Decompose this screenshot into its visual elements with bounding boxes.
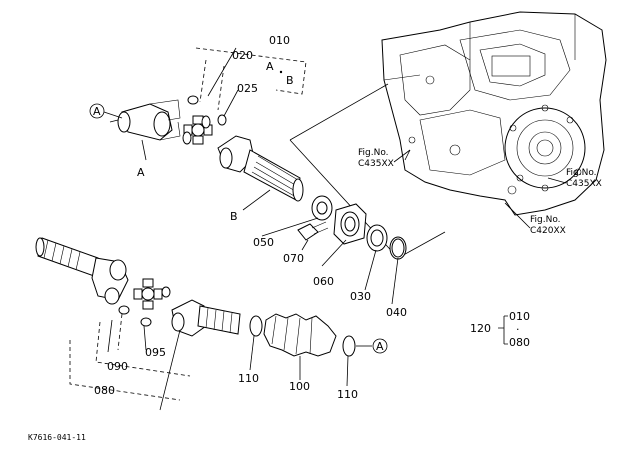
lower-snap-ring	[161, 286, 171, 298]
part-040-snap-ring	[389, 236, 407, 260]
lower-universal-joint-cross	[133, 278, 163, 310]
marker-b-label: B	[230, 210, 238, 223]
upper-splined-yoke-b	[217, 135, 304, 202]
upper-universal-joint-cross	[182, 115, 213, 145]
callout-060: 060	[313, 275, 334, 288]
fig-ref-line1: Fig.No.	[566, 168, 597, 178]
callout-030: 030	[350, 290, 371, 303]
fig-ref-line1: Fig.No.	[358, 148, 389, 158]
callout-080: 080	[94, 384, 115, 397]
callout-050: 050	[253, 236, 274, 249]
part-050-washer	[311, 195, 333, 221]
upper-snap-ring	[187, 95, 199, 105]
marker-a-top: A	[266, 60, 274, 73]
legend-dot: ·	[516, 323, 520, 336]
lower-splined-shaft-yoke	[35, 237, 129, 305]
fig-ref-line2: C435XX	[566, 179, 602, 189]
lower-splined-yoke	[171, 299, 241, 337]
transmission-housing	[381, 11, 607, 216]
fig-ref-line2: C420XX	[530, 226, 566, 236]
callout-025: 025	[237, 82, 258, 95]
callout-095: 095	[145, 346, 166, 359]
legend-080: 080	[509, 336, 530, 349]
callout-010: 010	[269, 34, 290, 47]
lower-snap-ring	[118, 305, 130, 315]
legend-group-120: 120 010 · 080	[470, 310, 530, 349]
svg-text:A: A	[376, 340, 384, 353]
bracket-010	[195, 47, 307, 95]
marker-a-circle-left: A	[89, 103, 123, 119]
callout-100: 100	[289, 380, 310, 393]
part-060-seal-flange	[333, 203, 367, 245]
fig-ref-c420: Fig.No. C420XX	[504, 202, 566, 236]
callout-090: 090	[107, 360, 128, 373]
callout-110-left: 110	[238, 372, 259, 385]
marker-b-top: B	[286, 74, 294, 87]
reference-frame	[289, 83, 446, 259]
fig-ref-c435-right: Fig.No. C435XX	[547, 168, 602, 189]
upper-snap-ring	[217, 114, 227, 126]
callout-020: 020	[232, 49, 253, 62]
svg-text:A: A	[93, 105, 101, 118]
fig-ref-line1: Fig.No.	[530, 215, 561, 225]
part-070-bolt	[297, 221, 329, 241]
part-030-bearing	[366, 224, 388, 252]
callout-070: 070	[283, 252, 304, 265]
lower-snap-ring	[140, 317, 152, 327]
callout-120: 120	[470, 322, 491, 335]
bracket-020	[199, 59, 225, 111]
fig-ref-line2: C435XX	[358, 159, 394, 169]
drawing-number: K7616-041-11	[28, 433, 86, 442]
callout-110-right: 110	[337, 388, 358, 401]
part-110-band-right	[342, 335, 356, 357]
callout-040: 040	[386, 306, 407, 319]
legend-010: 010	[509, 310, 530, 323]
part-100-boot	[263, 313, 337, 357]
marker-a-label: A	[137, 166, 145, 179]
bracket-080	[69, 313, 191, 401]
marker-a-circle-right: A	[372, 338, 388, 354]
part-110-band-left	[249, 315, 263, 337]
upper-yoke-a	[117, 99, 181, 141]
fig-ref-c435-left: Fig.No. C435XX	[358, 148, 411, 169]
